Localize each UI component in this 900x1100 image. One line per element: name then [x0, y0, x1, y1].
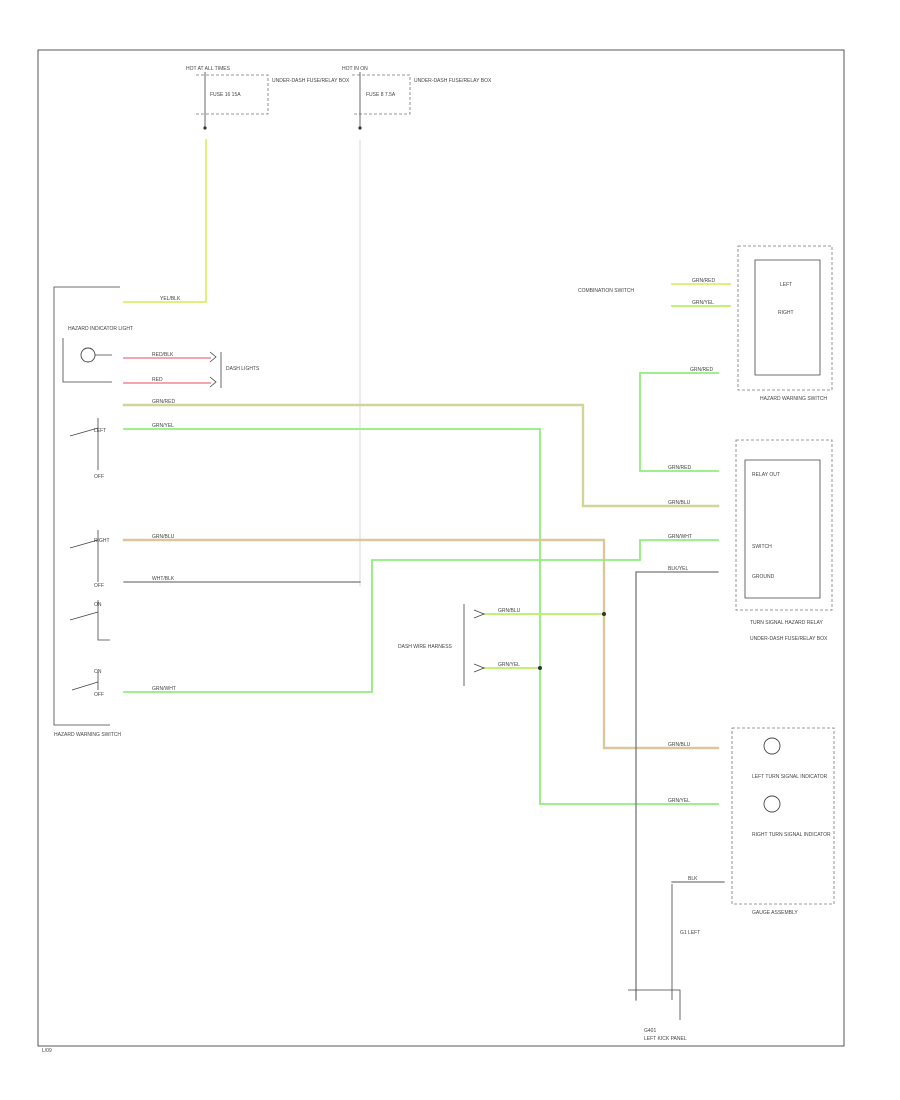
wire-label-grn-yel-3: GRN/YEL [668, 798, 690, 804]
hazard-warning-switch: HAZARD INDICATOR LIGHT LEFT OFF RIGHT OF… [53, 286, 133, 738]
wire-label-red: RED [152, 377, 163, 383]
dash-lights-connector: DASH LIGHTS [209, 351, 260, 388]
switch-on-label-2: ON [94, 669, 102, 675]
combo-right-label: RIGHT [778, 310, 794, 316]
turn-signal-desc-label: UNDER-DASH FUSE/RELAY BOX [750, 636, 828, 642]
fuse-right-desc: UNDER-DASH FUSE/RELAY BOX [414, 78, 492, 84]
hot-at-all-times-label: HOT AT ALL TIMES [186, 66, 231, 72]
hazard-indicator-label: HAZARD INDICATOR LIGHT [68, 326, 133, 332]
ground-note-label: G1 LEFT [680, 930, 700, 936]
fuse-right-id: FUSE 8 7.5A [366, 92, 396, 98]
diagram-border [37, 49, 845, 1047]
hazard-switch-label: HAZARD WARNING SWITCH [54, 732, 121, 738]
dash-connector-label: DASH WIRE HARNESS [398, 644, 453, 650]
wire-olive-relay [122, 403, 720, 508]
wire-label-blk-yel: BLK/YEL [668, 566, 689, 572]
right-indicator-label: RIGHT TURN SIGNAL INDICATOR [752, 832, 831, 838]
fuse-connector-left: HOT AT ALL TIMES FUSE 16 15A UNDER-DASH … [186, 66, 350, 130]
wire-label-blk: BLK [688, 876, 698, 882]
right-turn-bulb [763, 795, 781, 813]
wire-label-grn-yel: GRN/YEL [152, 423, 174, 429]
wire-label-grn-blu-3: GRN/BLU [668, 742, 691, 748]
fuse-connector-right: HOT IN ON FUSE 8 7.5A UNDER-DASH FUSE/RE… [342, 66, 492, 130]
indicator-light-label: HAZARD WARNING SWITCH [760, 396, 827, 402]
switch-off-label-3: OFF [94, 692, 104, 698]
dash-wire-harness-connector: DASH WIRE HARNESS [398, 604, 486, 686]
gauge-assembly: LEFT TURN SIGNAL INDICATOR RIGHT TURN SI… [731, 727, 835, 916]
wire-green-left [123, 428, 719, 805]
relay-top-label: RELAY OUT [752, 472, 780, 478]
switch-off-label-2: OFF [94, 583, 104, 589]
wire-label-grn-blu-4: GRN/BLU [498, 608, 521, 614]
hot-in-on-label: HOT IN ON [342, 66, 368, 72]
combination-switch: LEFT RIGHT COMBINATION SWITCH HAZARD WAR… [578, 245, 833, 402]
wire-label-grn-red-3: GRN/RED [668, 465, 691, 471]
wire-label-grn-yel-2: GRN/YEL [692, 300, 714, 306]
dash-lights-label: DASH LIGHTS [226, 366, 260, 372]
fuse-left-desc: UNDER-DASH FUSE/RELAY BOX [272, 78, 350, 84]
wire-label-yel-blk: YEL/BLK [160, 296, 181, 302]
combo-left-label: LEFT [780, 282, 792, 288]
wire-label-grn-wht: GRN/WHT [152, 686, 176, 692]
turn-signal-relay: RELAY OUT SWITCH GROUND TURN SIGNAL HAZA… [735, 439, 833, 642]
switch-left-label: LEFT [94, 428, 106, 434]
ground-desc-label: LEFT KICK PANEL [644, 1036, 687, 1042]
switch-right-label: RIGHT [94, 538, 110, 544]
wire-label-grn-red-4: GRN/RED [692, 278, 715, 284]
wire-label-grn-yel-4: GRN/YEL [498, 662, 520, 668]
wire-label-grn-wht-2: GRN/WHT [668, 534, 692, 540]
wire-label-wht-blk: WHT/BLK [152, 576, 175, 582]
wire-grey-ground [635, 571, 719, 1001]
ground-connector: G1 LEFT G401 LEFT KICK PANEL [628, 884, 700, 1042]
fuse-left-id: FUSE 16 15A [210, 92, 241, 98]
combo-switch-label: COMBINATION SWITCH [578, 288, 634, 294]
wire-label-grn-red-2: GRN/RED [690, 367, 713, 373]
page-code: L/09 [42, 1048, 52, 1054]
turn-signal-unit-label: TURN SIGNAL HAZARD RELAY [750, 620, 823, 626]
wire-green-indicator [639, 372, 719, 472]
wire-orange-right [122, 538, 720, 750]
wire-label-grn-blu: GRN/BLU [152, 534, 175, 540]
wire-green-on [123, 539, 719, 693]
wire-label-grn-blu-2: GRN/BLU [668, 500, 691, 506]
wire-yellow-fuse [123, 139, 207, 303]
gauge-assembly-label: GAUGE ASSEMBLY [752, 910, 798, 916]
left-indicator-label: LEFT TURN SIGNAL INDICATOR [752, 774, 828, 780]
ground-label: G401 [644, 1028, 656, 1034]
hazard-indicator-bulb [80, 347, 96, 363]
switch-off-label: OFF [94, 474, 104, 480]
left-turn-bulb [763, 737, 781, 755]
relay-bot-label: GROUND [752, 574, 775, 580]
wire-label-red-blk: RED/BLK [152, 352, 174, 358]
relay-mid-label: SWITCH [752, 544, 772, 550]
switch-on-label: ON [94, 602, 102, 608]
wire-label-grn-red: GRN/RED [152, 399, 175, 405]
